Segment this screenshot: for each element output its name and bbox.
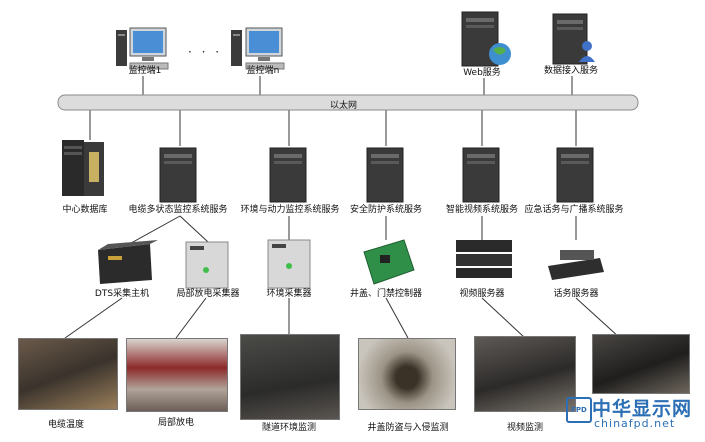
device-label-2: 环境采集器 xyxy=(266,289,312,299)
ethernet-label: 以太网 xyxy=(330,101,358,111)
client-monitor-n-icon xyxy=(231,27,285,70)
photo-cable-temperature xyxy=(18,338,118,410)
watermark-cn: 中华显示网 xyxy=(592,398,693,420)
watermark: FPD 中华显示网 chinafpd.net xyxy=(566,394,701,434)
watermark-url: chinafpd.net xyxy=(594,417,676,430)
ellipsis-dots: · · · xyxy=(188,45,223,59)
video-server-icon xyxy=(462,147,500,203)
device-label-3: 井盖、门禁控制器 xyxy=(349,289,423,299)
photo-partial-discharge xyxy=(126,338,228,412)
environment-collector-icon xyxy=(267,239,311,289)
photo-video-monitoring xyxy=(474,336,576,412)
security-server-icon xyxy=(366,147,404,203)
photo-label-3: 井盖防盗与入侵监测 xyxy=(367,423,449,433)
photo-emergency-phone xyxy=(592,334,690,394)
emergency-server-icon xyxy=(556,147,594,203)
web-server-label: Web服务 xyxy=(463,68,501,78)
service-label-2: 环境与动力监控系统服务 xyxy=(240,205,340,215)
dts-host-icon xyxy=(98,240,158,284)
fpd-logo-icon: FPD xyxy=(566,397,592,423)
photo-manhole-intrusion xyxy=(358,338,456,410)
photo-label-1: 局部放电 xyxy=(157,418,195,428)
data-access-server-icon xyxy=(552,13,595,65)
service-label-0: 中心数据库 xyxy=(62,205,108,215)
photo-label-4: 视频监测 xyxy=(506,423,544,433)
ethernet-bus xyxy=(57,94,639,111)
partial-discharge-collector-icon xyxy=(185,241,229,289)
service-label-4: 智能视频系统服务 xyxy=(445,205,519,215)
web-server-icon xyxy=(461,11,511,67)
service-label-5: 应急话务与广播系统服务 xyxy=(524,205,624,215)
client-n-label: 监控端n xyxy=(246,66,280,76)
client-monitor-1-icon xyxy=(116,27,169,70)
video-server-device-icon xyxy=(456,240,512,278)
cable-monitor-server-icon xyxy=(159,147,197,203)
central-database-icon xyxy=(62,140,104,196)
device-label-4: 视频服务器 xyxy=(459,289,505,299)
data-access-label: 数据接入服务 xyxy=(543,66,599,76)
device-label-0: DTS采集主机 xyxy=(94,289,150,299)
photo-tunnel-environment xyxy=(240,334,340,420)
service-label-3: 安全防护系统服务 xyxy=(349,205,423,215)
env-power-server-icon xyxy=(269,147,307,203)
telephony-server-icon xyxy=(548,250,604,280)
device-label-1: 局部放电采集器 xyxy=(176,289,240,299)
photo-label-0: 电缆温度 xyxy=(47,420,85,430)
service-label-1: 电缆多状态监控系统服务 xyxy=(128,205,228,215)
manhole-door-controller-icon xyxy=(363,239,415,285)
client-1-label: 监控端1 xyxy=(128,66,162,76)
device-label-5: 话务服务器 xyxy=(553,289,599,299)
photo-label-2: 隧道环境监测 xyxy=(261,423,317,433)
